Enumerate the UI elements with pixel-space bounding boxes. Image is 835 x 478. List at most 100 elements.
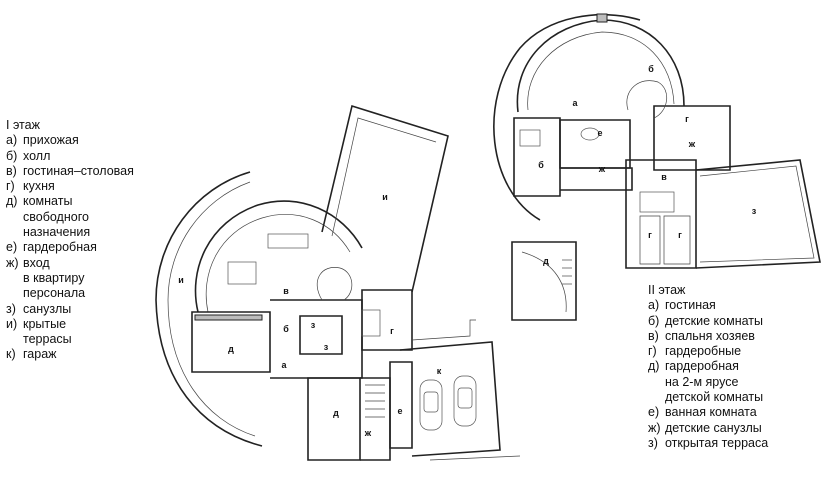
legend-item-key: е) [6, 240, 18, 255]
floor-1-label-e: е [397, 406, 402, 416]
legend-floor-1-items: а) прихожая б) холл в) гостиная–столовая г) кух… [6, 133, 134, 362]
legend-item-text: гардеробная [23, 240, 97, 255]
floor-2-bathtub [580, 127, 600, 141]
floor-1-label-b: б [283, 324, 289, 334]
legend-item: а) гостиная [648, 298, 768, 313]
floor-2-wardrobe-d-stair [562, 259, 572, 285]
floor-2-round-room [516, 19, 685, 113]
legend-item-key: к) [6, 347, 16, 362]
legend-floor-1-title: I этаж [6, 118, 40, 132]
floor-1-driveway [429, 455, 521, 461]
legend-item-text: вход в квартиру персонала [23, 255, 86, 301]
legend-item-text: гостиная–столовая [23, 163, 134, 178]
legend-item-text: прихожая [23, 133, 79, 148]
floor-1-car-left [419, 379, 443, 431]
legend-item-text: ванная комната [665, 405, 757, 420]
floor-1-label-zh: ж [364, 428, 372, 438]
legend-item-key: г) [6, 179, 15, 194]
floor-2-spiral-stair [626, 80, 667, 119]
floor-1-wardrobe-e [389, 361, 413, 449]
legend-item: в)спальня хозяев [648, 329, 768, 344]
floor-1-kitchen [361, 289, 413, 351]
floor-1-wc-block [299, 315, 343, 355]
legend-item-key: з) [648, 435, 658, 450]
floor-1-room-d-left [191, 311, 271, 373]
legend-item: а) прихожая [6, 133, 134, 148]
legend-item: ж)вход в квартиру персонала [6, 256, 134, 302]
legend-item: в) гостиная–столовая [6, 164, 134, 179]
floor-1-kitchen-island [361, 309, 381, 337]
legend-item-key: в) [6, 163, 17, 178]
legend-item-key: з) [6, 301, 16, 316]
floor-2-outer-arc [493, 14, 641, 221]
floor-2-column-top [596, 13, 608, 23]
legend-item: е) ванная комната [648, 405, 768, 420]
floor-2-kids-bed [519, 129, 541, 147]
legend-item-text: детские комнаты [665, 313, 763, 328]
legend-item: е) гардеробная [6, 240, 134, 255]
floor-1-label-v: в [283, 286, 289, 296]
floor-2-wardrobe-g-left [639, 215, 661, 265]
floor-1-label-g: г [390, 326, 394, 336]
legend-item: г) кухня [6, 179, 134, 194]
floor-1-label-d2: д [333, 408, 339, 418]
floor-2-wardrobe-d-frame [511, 241, 577, 321]
legend-item-key: б) [6, 148, 18, 163]
floor-1-straight-stair [365, 384, 385, 418]
legend-item-text: комнаты свободного назначения [23, 194, 91, 240]
legend-item: к) гараж [6, 347, 134, 362]
legend-item: з) открытая терраса [648, 436, 768, 451]
floor-1-label-k: к [437, 366, 442, 376]
legend-item-key: в) [648, 328, 659, 343]
floor-1-spiral-stair [316, 267, 353, 301]
legend-item-key: а) [6, 133, 18, 148]
legend-item: б)детские комнаты [648, 314, 768, 329]
legend-item-key: г) [648, 344, 657, 359]
legend-item-key: д) [648, 359, 660, 374]
floor-1-staff-entry [360, 377, 391, 461]
floor-2-label-e: е [597, 128, 602, 138]
legend-item-text: гардеробные [665, 344, 742, 359]
legend-item-text: кухня [23, 179, 55, 194]
floor-2-label-a: а [572, 98, 578, 108]
legend-item: д)комнаты свободного назначения [6, 194, 134, 240]
floor-2-label-g2: г [648, 230, 652, 240]
legend-item-text: холл [23, 148, 51, 163]
floor-1-label-z2: з [324, 342, 329, 352]
legend-item-key: ж) [648, 420, 661, 435]
legend-item: и)крытые террасы [6, 317, 134, 348]
floor-1-plan: а б в г д д е ж з з и и к [155, 104, 521, 461]
legend-item: ж) детские санузлы [648, 421, 768, 436]
floor-1-terrace-i-inner [331, 117, 437, 237]
floor-2-label-v: в [661, 172, 667, 182]
legend-item: з) санузлы [6, 302, 134, 317]
floor-2-label-zh2: ж [688, 139, 696, 149]
floor-2-label-d: д [543, 256, 549, 266]
floor-1-living-round-wall [194, 200, 363, 313]
legend-item-text: гостиная [665, 298, 716, 313]
legend-item-text: гараж [23, 347, 57, 362]
floor-1-label-i1: и [178, 275, 184, 285]
floor-2-plan: а б б в г г г д е ж ж з [493, 13, 821, 321]
floor-2-label-g3: г [678, 230, 682, 240]
legend-item-text: детские санузлы [665, 420, 762, 435]
legend-item-key: и) [6, 316, 18, 331]
floor-2-label-g1: г [685, 114, 689, 124]
legend-item-key: а) [648, 298, 660, 313]
floor-1-room-d-bottom [307, 377, 361, 461]
floor-1-sofa [227, 261, 257, 285]
floor-1-dining-table [267, 233, 309, 249]
floor-2-wardrobe-block [653, 105, 731, 171]
legend-item: б) холл [6, 149, 134, 164]
floor-2-bath-block [559, 119, 631, 169]
legend-floor-2-title: II этаж [648, 283, 686, 297]
floor-1-car-right [453, 375, 477, 427]
legend-item-text: санузлы [23, 301, 72, 316]
floor-2-round-room-inner [527, 31, 675, 111]
legend-item: г) гардеробные [648, 344, 768, 359]
legend-item-key: е) [648, 405, 660, 420]
floor-2-open-terrace-inner [699, 165, 815, 263]
legend-item-text: открытая терраса [665, 435, 769, 450]
floor-1-garage-step [411, 319, 476, 341]
